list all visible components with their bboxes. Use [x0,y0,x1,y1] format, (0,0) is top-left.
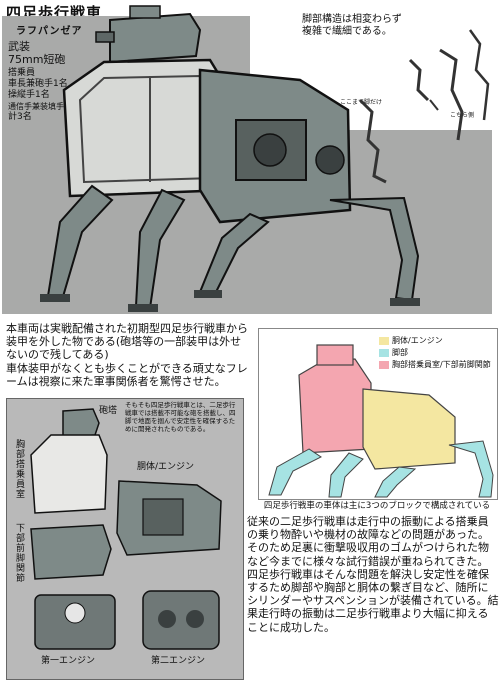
exploded-parts [30,408,222,650]
lower-joint-label: 下部前脚関節 [14,523,24,583]
lower-joint-part [30,524,112,580]
cabin-block [298,358,372,454]
engine-2-part [142,590,220,650]
body-label: 胴体/エンジン [137,462,195,472]
page-subtitle: ラフパンゼア [16,26,83,37]
cabin-part [30,434,108,514]
crew-2: 操縦手1名 [8,90,50,100]
rear-left-leg [198,212,270,298]
engine-2-label: 第二エンジン [151,656,206,666]
turret-part [62,408,100,438]
leg-detail-sketches [358,29,490,184]
crew-label: 搭乗員 [8,68,36,78]
body-block [362,388,456,470]
block-diagram-panel: 胴体/エンジン 脚部 胸部搭乗員室/下部前脚関節 [258,328,498,500]
block-diagram-caption: 四足歩行戦車の車体は主に3つのブロックで構成されている [263,501,491,511]
front-left-leg [46,184,114,302]
leg-block-3 [374,466,417,498]
leg-structure-note: 脚部構造は相変わらず 複雑で繊細である。 [302,14,402,37]
turret-shape [109,12,202,64]
armament-label: 武装 [8,40,30,53]
turret-block [316,344,354,366]
spec-block: 武装 75mm短砲 搭乗員 車長兼砲手1名 操縦手1名 通信手兼装填手1名 計3… [8,40,77,123]
legend-swatch [379,360,389,369]
crew-total: 計3名 [8,112,32,122]
engine-block [235,119,307,181]
cabin-label: 胸部搭乗員室 [14,439,24,499]
tank-illustration [40,5,490,312]
leg-block-4 [448,440,494,498]
front-right-leg [134,188,186,310]
armament-value: 75mm短砲 [8,53,66,66]
engine-1-label: 第一エンジン [41,656,96,666]
legend-item-cabin: 胸部搭乗員室/下部前脚関節 [379,359,491,370]
leg-block-2 [328,452,364,498]
legend-swatch [379,348,389,357]
crew-1: 車長兼砲手1名 [8,79,68,89]
rear-right-leg [329,196,420,302]
legend-swatch [379,336,389,345]
main-paragraph: 従来の二足歩行戦車は走行中の振動による搭乗員の乗り物酔いや機材の故障などの問題が… [247,515,499,634]
turret-label: 砲塔 [99,406,118,416]
legend-item-legs: 脚部 [379,347,491,358]
block-diagram [268,344,494,498]
gun-barrel [95,31,115,43]
crew-3: 通信手兼装填手1名 [8,102,78,111]
exploded-view-inset: 砲塔 そもそも四足歩行戦車とは、二足歩行戦車では搭載不可能な砲を搭載し、四脚で地… [6,398,244,680]
legend: 胴体/エンジン 脚部 胸部搭乗員室/下部前脚関節 [379,335,491,371]
intro-paragraph: 本車両は実戦配備された初期型四足歩行戦車から装甲を外した物である(砲塔等の一部装… [6,322,248,388]
legend-item-body: 胴体/エンジン [379,335,491,346]
leg-block-1 [268,448,322,496]
turret-note: そもそも四足歩行戦車とは、二足歩行戦車では搭載不可能な砲を搭載し、四脚で地面を掴… [125,401,236,433]
turret-hatch [129,5,161,19]
